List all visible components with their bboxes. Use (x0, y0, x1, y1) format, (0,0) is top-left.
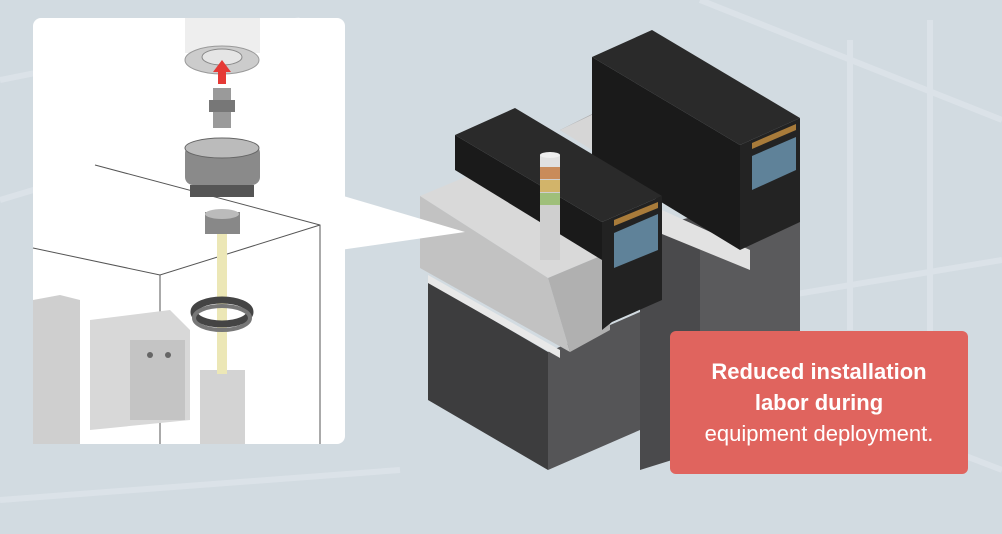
callout-box: Reduced installation labor during equipm… (670, 331, 968, 474)
right-unit (592, 30, 800, 250)
callout-line-2: labor during (754, 390, 884, 415)
arrow-up-icon (213, 60, 231, 84)
signal-tower (540, 152, 560, 260)
callout-line-3: equipment deployment. (704, 421, 934, 446)
screen (614, 214, 658, 268)
callout-line-1: Reduced installation (711, 359, 927, 384)
amber-strip (614, 202, 658, 226)
amber-strip (752, 124, 796, 149)
front-box (420, 170, 610, 358)
screen (752, 137, 796, 190)
detail-panel (32, 18, 465, 444)
